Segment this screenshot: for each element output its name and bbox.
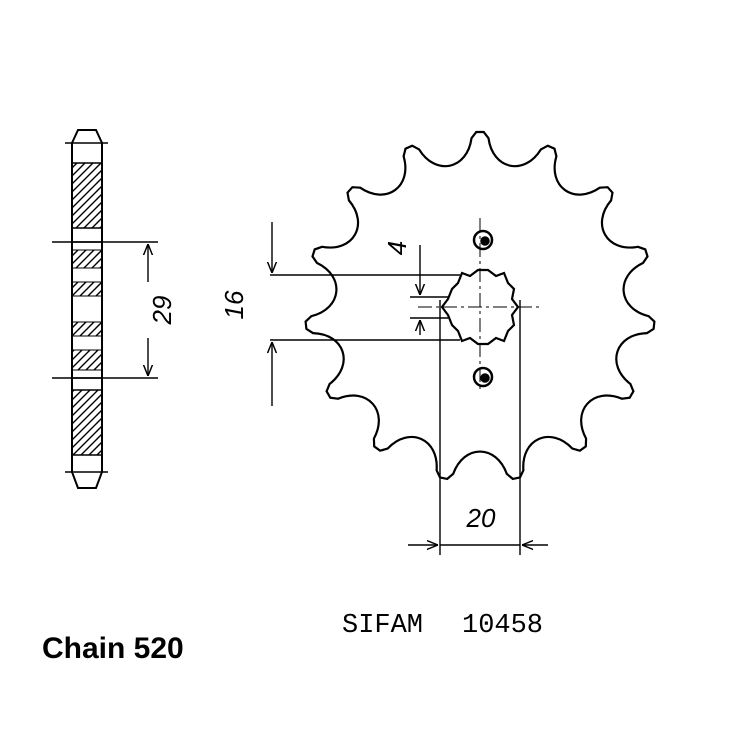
bolt-hole-top xyxy=(472,229,494,251)
front-view: 16 4 20 xyxy=(219,130,656,555)
dim-4-label: 4 xyxy=(382,241,412,255)
side-view xyxy=(52,129,158,489)
dim-20 xyxy=(408,300,548,555)
side-hatch-mid-3 xyxy=(71,321,103,337)
dim-20-label: 20 xyxy=(466,503,496,533)
part-number-label: 10458 xyxy=(462,611,543,641)
dim-16-label: 16 xyxy=(219,290,249,319)
dim-16 xyxy=(270,222,460,406)
side-hatch-mid-1 xyxy=(71,249,103,269)
sprocket-outline xyxy=(304,130,656,481)
brand-label: SIFAM xyxy=(342,611,423,641)
side-hatch-bottom xyxy=(71,389,103,456)
chain-label: Chain 520 xyxy=(42,632,184,665)
dim-4 xyxy=(410,245,448,335)
side-hatch-mid-4 xyxy=(71,349,103,371)
splined-bore xyxy=(440,268,520,346)
bolt-hole-bottom xyxy=(472,366,494,388)
side-hatch-top xyxy=(71,162,103,229)
side-hatch-mid-2 xyxy=(71,281,103,297)
side-dim-label: 29 xyxy=(147,296,177,326)
